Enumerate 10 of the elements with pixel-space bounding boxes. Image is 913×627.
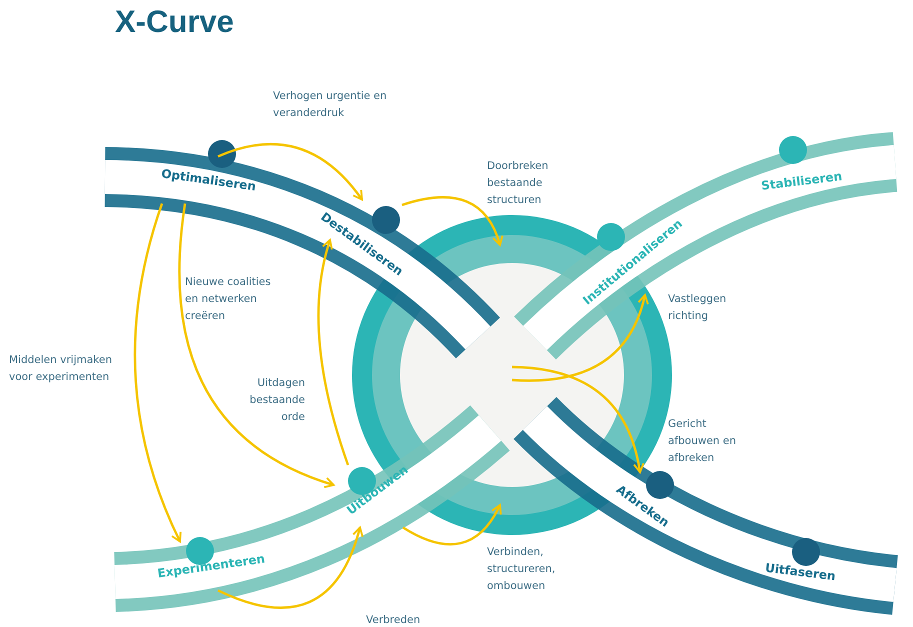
- arrow: [402, 196, 503, 246]
- arrow: [402, 504, 502, 546]
- arrow: [512, 294, 648, 382]
- phase-label: Stabiliseren: [760, 169, 842, 193]
- arrow: [218, 526, 364, 609]
- diagram-title: X-Curve: [115, 4, 234, 40]
- arrow: [178, 203, 335, 488]
- arrow: [512, 366, 644, 474]
- phase-label: Uitfaseren: [764, 560, 836, 584]
- arrow: [317, 239, 350, 466]
